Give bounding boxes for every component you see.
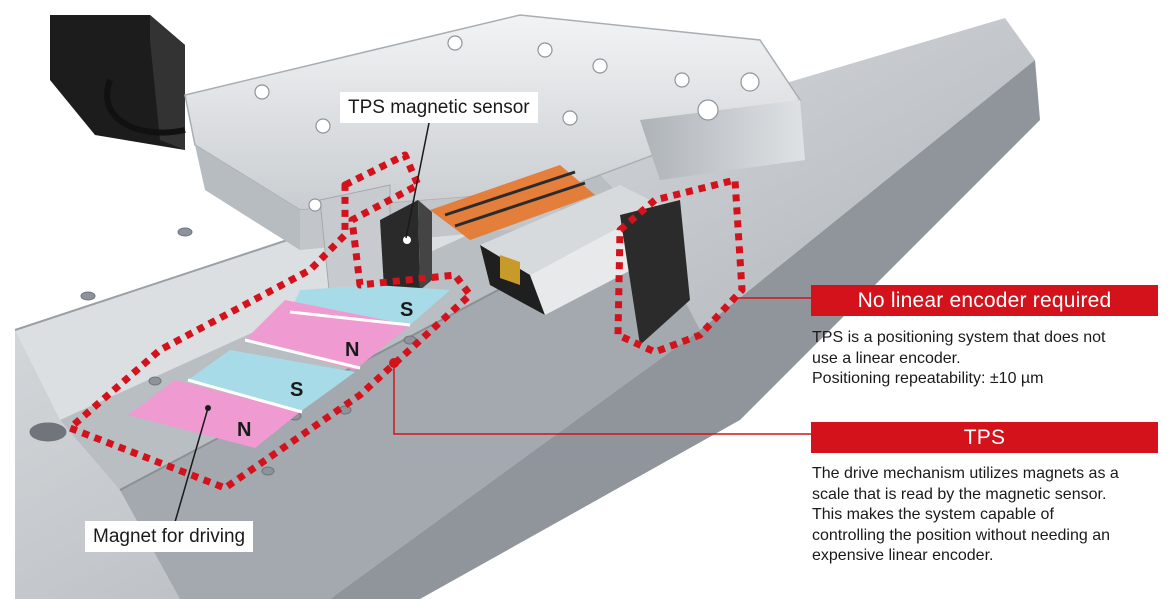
leader-dot xyxy=(205,405,211,411)
magnet-pole-label: S xyxy=(400,299,413,321)
panel-text-encoder: TPS is a positioning system that does no… xyxy=(812,328,1164,390)
magnet-pole-label: N xyxy=(345,339,359,361)
panel-heading-encoder: No linear encoder required xyxy=(811,285,1158,316)
panel-line: controlling the position without needing… xyxy=(812,526,1164,547)
motor-housing xyxy=(50,15,185,150)
panel-line: Positioning repeatability: ±10 µm xyxy=(812,369,1164,390)
panel-line: use a linear encoder. xyxy=(812,349,1164,370)
panel-line: expensive linear encoder. xyxy=(812,546,1164,567)
panel-line: scale that is read by the magnetic senso… xyxy=(812,485,1164,506)
panel-line: The drive mechanism utilizes magnets as … xyxy=(812,464,1164,485)
sensor-label: TPS magnetic sensor xyxy=(340,92,538,123)
magnet-pole-label: S xyxy=(290,379,303,401)
panel-line: This makes the system capable of xyxy=(812,505,1164,526)
panel-heading-tps: TPS xyxy=(811,422,1158,453)
panel-line: TPS is a positioning system that does no… xyxy=(812,328,1164,349)
magnet-pole-label: N xyxy=(237,419,251,441)
panel-text-tps: The drive mechanism utilizes magnets as … xyxy=(812,464,1164,567)
magnet-label: Magnet for driving xyxy=(85,521,253,552)
callout-dot xyxy=(389,358,399,368)
